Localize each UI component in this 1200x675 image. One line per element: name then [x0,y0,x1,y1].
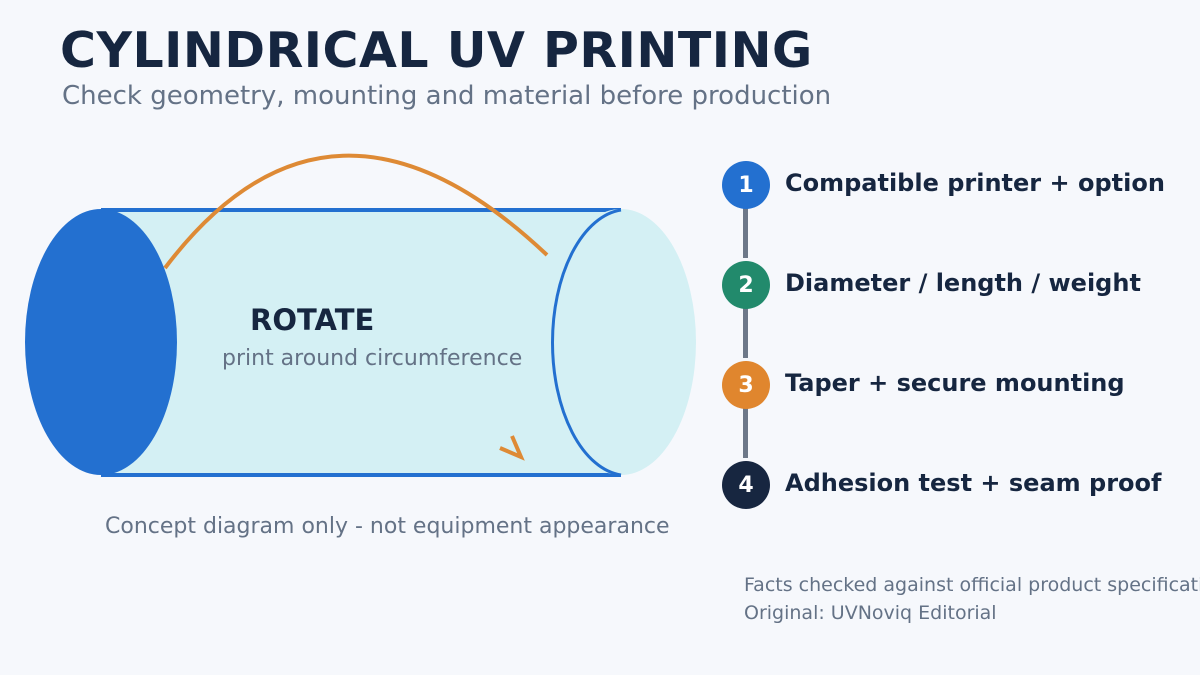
step-4-label: Adhesion test + seam proof [785,469,1162,497]
rotation-arc [163,153,549,270]
cylinder-left-end [25,209,177,475]
step-1-label: Compatible printer + option [785,169,1165,197]
page-subtitle: Check geometry, mounting and material be… [62,81,832,111]
step-3-label: Taper + secure mounting [785,369,1125,397]
rotation-arrowhead-icon [499,435,525,461]
page-title: CYLINDRICAL UV PRINTING [60,22,813,79]
step-connector [743,306,748,358]
footer-facts-note: Facts checked against official product s… [744,574,1200,596]
step-connector [743,206,748,258]
step-connector [743,406,748,458]
diagram-caption: Concept diagram only - not equipment app… [105,514,670,539]
step-4-badge: 4 [722,461,770,509]
footer-credit: Original: UVNoviq Editorial [744,602,997,624]
step-2-label: Diameter / length / weight [785,269,1141,297]
step-1-badge: 1 [722,161,770,209]
step-2-badge: 2 [722,261,770,309]
cylinder-right-rim [550,208,622,477]
rotate-sublabel: print around circumference [222,346,522,371]
cylinder-body [101,210,621,475]
step-3-badge: 3 [722,361,770,409]
cylinder-right-end [546,209,696,475]
rotate-label: ROTATE [250,303,374,337]
